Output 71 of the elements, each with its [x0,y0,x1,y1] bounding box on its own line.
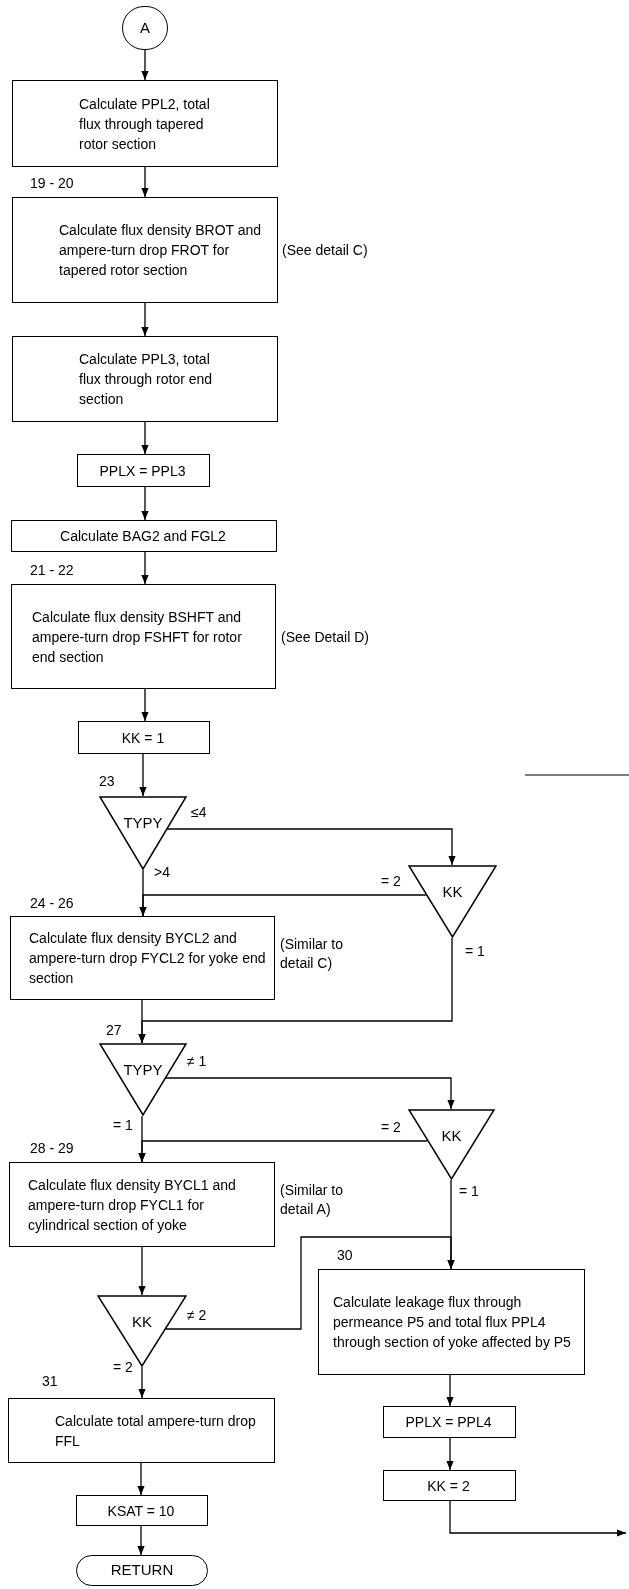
node-text: Calculate total ampere-turn drop FFL [55,1411,257,1451]
process-box [11,520,277,552]
step-number: 21 - 22 [30,561,74,580]
step-number: 23 [99,772,115,791]
step-number: 27 [106,1021,122,1040]
node-text: KSAT = 10 [107,1501,175,1521]
node-text: Calculate flux density BYCL2 and ampere-turn drop FYCL2 for yoke end section [29,929,267,988]
process-box [12,197,278,303]
node-text: KK [132,1312,152,1332]
process-box [77,454,210,487]
node-text: KK [441,1126,462,1146]
node-text: Calculate flux density BYCL1 and ampere-turn drop FYCL1 for cylindrical section of yoke [28,1175,237,1235]
flow-arrow [139,753,147,797]
step-number: 24 - 26 [30,894,74,913]
process-box [11,584,276,689]
flow-arrow [166,828,456,866]
flow-arrow [141,688,149,722]
step-number: 28 - 29 [30,1139,74,1158]
process-box [76,1495,208,1526]
flow-arrow [138,1140,428,1163]
node-text: Calculate BAG2 and FGL2 [60,527,226,546]
flow-arrow [138,999,146,1044]
node-text: Calculate leakage flux through permeance P5 and total flux PPL4 through section of yoke affected by P5 [333,1293,572,1352]
flow-arrow [165,1236,455,1330]
flow-arrow [446,1437,454,1471]
flow-arrow [446,1374,454,1407]
node-text: RETURN [110,1560,174,1581]
process-box [318,1269,585,1375]
flow-arrow [139,894,427,917]
process-box [383,1406,516,1438]
note-text: 30 [337,1246,353,1265]
process-box [12,80,278,167]
process-box [9,1162,275,1247]
step-number: 31 [42,1372,58,1391]
flow-arrow [138,1246,146,1296]
process-box [78,721,210,754]
node-text: KK [442,882,463,902]
note-text: (Similar to detail A) [280,1181,344,1219]
node-text: PPLX = PPL4 [405,1413,492,1432]
node-text: TYPY [123,813,163,833]
note-text: (See detail C) [282,241,368,260]
process-box [12,336,278,422]
decision-triangle [408,1109,495,1180]
node-text: KK = 2 [427,1476,470,1496]
flow-arrow [141,166,149,198]
process-box [8,1398,275,1463]
flow-arrow [141,302,149,337]
step-number: 19 - 20 [30,174,74,193]
flow-arrow [449,1500,627,1537]
decision-triangle [99,1043,187,1116]
node-text: Calculate flux density BSHFT and ampere-turn drop FSHFT for rotor end section [32,607,243,667]
node-text: Calculate PPL2, total flux through tapered rotor section [79,94,211,154]
terminal-box [76,1555,208,1586]
node-text: PPLX = PPL3 [99,461,186,481]
node-text: Calculate PPL3, total flux through rotor end section [79,350,214,409]
node-text: TYPY [123,1060,163,1080]
flow-arrow [137,1462,145,1496]
node-text: A [140,17,150,38]
flow-arrow [141,551,149,585]
flow-arrow [137,1525,145,1556]
node-text: Calculate flux density BROT and ampere-turn drop FROT for tapered rotor section [59,221,263,280]
node-text: KK = 1 [121,728,165,748]
decision-triangle [408,865,497,938]
flow-arrow [141,421,149,455]
note-text: (Similar to detail C) [280,935,344,973]
flow-arrow [138,1366,146,1399]
note-text: (See Detail D) [281,628,369,647]
process-box [10,916,275,1000]
process-box [383,1470,516,1501]
flow-arrow [141,49,149,81]
flow-arrow [141,486,149,521]
